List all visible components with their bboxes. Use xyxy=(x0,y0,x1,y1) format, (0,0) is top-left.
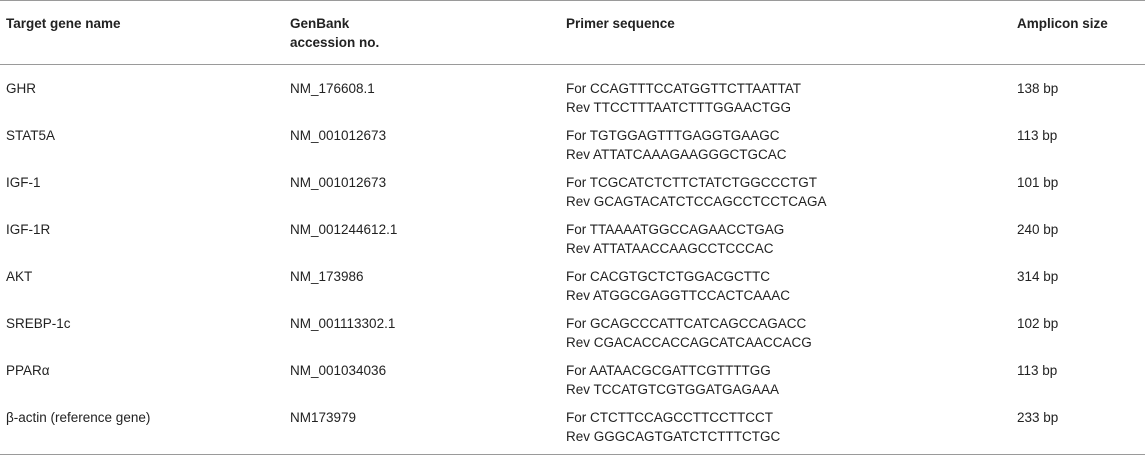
reverse-primer: Rev ATGGCGAGGTTCCACTCAAAC xyxy=(566,288,791,303)
table-header: Target gene name GenBank accession no. P… xyxy=(0,0,1145,65)
header-genbank-line2: accession no. xyxy=(290,35,380,50)
forward-primer: For TTAAAATGGCCAGAACCTGAG xyxy=(566,222,785,237)
forward-primer: For AATAACGCGATTCGTTTTGG xyxy=(566,363,771,378)
primer-cell: For CACGTGCTCTGGACGCTTC Rev ATGGCGAGGTTC… xyxy=(560,258,1011,305)
forward-primer: For CACGTGCTCTGGACGCTTC xyxy=(566,269,770,284)
accession-cell: NM_001244612.1 xyxy=(290,222,398,237)
reverse-primer: Rev GCAGTACATCTCCAGCCTCCTCAGA xyxy=(566,194,827,209)
primer-cell: For TCGCATCTCTTCTATCTGGCCCTGT Rev GCAGTA… xyxy=(560,164,1011,211)
gene-name-cell: PPARα xyxy=(6,363,50,378)
header-target-gene: Target gene name xyxy=(0,1,284,65)
reverse-primer: Rev TTCCTTTAATCTTTGGAACTGG xyxy=(566,100,791,115)
primer-cell: For CCAGTTTCCATGGTTCTTAATTAT Rev TTCCTTT… xyxy=(560,65,1011,118)
amplicon-size-cell: 314 bp xyxy=(1017,269,1059,284)
accession-cell: NM_001012673 xyxy=(290,128,387,143)
amplicon-size-cell: 102 bp xyxy=(1017,316,1059,331)
header-row: Target gene name GenBank accession no. P… xyxy=(0,0,1145,65)
table-row: GHR NM_176608.1 For CCAGTTTCCATGGTTCTTAA… xyxy=(0,65,1145,118)
amplicon-size-cell: 240 bp xyxy=(1017,222,1059,237)
amplicon-size-cell: 101 bp xyxy=(1017,175,1059,190)
forward-primer: For CTCTTCCAGCCTTCCTTCCT xyxy=(566,410,773,425)
table-row: IGF-1 NM_001012673 For TCGCATCTCTTCTATCT… xyxy=(0,164,1145,211)
accession-cell: NM173979 xyxy=(290,410,357,425)
accession-cell: NM_001012673 xyxy=(290,175,387,190)
accession-cell: NM_001034036 xyxy=(290,363,387,378)
header-primer-sequence-label: Primer sequence xyxy=(566,16,675,31)
header-genbank-line1: GenBank xyxy=(290,16,350,31)
table-row: IGF-1R NM_001244612.1 For TTAAAATGGCCAGA… xyxy=(0,211,1145,258)
accession-cell: NM_173986 xyxy=(290,269,364,284)
reverse-primer: Rev CGACACCACCAGCATCAACCACG xyxy=(566,335,812,350)
primer-cell: For AATAACGCGATTCGTTTTGG Rev TCCATGTCGTG… xyxy=(560,352,1011,399)
header-amplicon-size-label: Amplicon size xyxy=(1017,16,1108,31)
gene-name-cell: SREBP-1c xyxy=(6,316,71,331)
table-row: PPARα NM_001034036 For AATAACGCGATTCGTTT… xyxy=(0,352,1145,399)
forward-primer: For TGTGGAGTTTGAGGTGAAGC xyxy=(566,128,780,143)
gene-name-cell: GHR xyxy=(6,81,36,96)
amplicon-size-cell: 138 bp xyxy=(1017,81,1059,96)
amplicon-size-cell: 113 bp xyxy=(1017,363,1058,378)
amplicon-size-cell: 233 bp xyxy=(1017,410,1059,425)
header-genbank: GenBank accession no. xyxy=(284,1,560,65)
gene-name-cell: AKT xyxy=(6,269,33,284)
gene-name-cell: IGF-1 xyxy=(6,175,41,190)
forward-primer: For TCGCATCTCTTCTATCTGGCCCTGT xyxy=(566,175,817,190)
reverse-primer: Rev ATTATAACCAAGCCTCCCAC xyxy=(566,241,774,256)
reverse-primer: Rev GGGCAGTGATCTCTTTCTGC xyxy=(566,429,781,444)
table-row: STAT5A NM_001012673 For TGTGGAGTTTGAGGTG… xyxy=(0,117,1145,164)
header-target-gene-label: Target gene name xyxy=(6,16,121,31)
table-body: GHR NM_176608.1 For CCAGTTTCCATGGTTCTTAA… xyxy=(0,65,1145,454)
table-row: AKT NM_173986 For CACGTGCTCTGGACGCTTC Re… xyxy=(0,258,1145,305)
gene-name-cell: β-actin (reference gene) xyxy=(6,410,151,425)
accession-cell: NM_176608.1 xyxy=(290,81,375,96)
primer-cell: For GCAGCCCATTCATCAGCCAGACC Rev CGACACCA… xyxy=(560,305,1011,352)
forward-primer: For CCAGTTTCCATGGTTCTTAATTAT xyxy=(566,81,801,96)
header-primer-sequence: Primer sequence xyxy=(560,1,1011,65)
table-row: SREBP-1c NM_001113302.1 For GCAGCCCATTCA… xyxy=(0,305,1145,352)
primer-cell: For TTAAAATGGCCAGAACCTGAG Rev ATTATAACCA… xyxy=(560,211,1011,258)
primer-cell: For CTCTTCCAGCCTTCCTTCCT Rev GGGCAGTGATC… xyxy=(560,399,1011,454)
gene-name-cell: STAT5A xyxy=(6,128,56,143)
gene-name-cell: IGF-1R xyxy=(6,222,51,237)
accession-cell: NM_001113302.1 xyxy=(290,316,396,331)
primer-cell: For TGTGGAGTTTGAGGTGAAGC Rev ATTATCAAAGA… xyxy=(560,117,1011,164)
reverse-primer: Rev ATTATCAAAGAAGGGCTGCAC xyxy=(566,147,787,162)
forward-primer: For GCAGCCCATTCATCAGCCAGACC xyxy=(566,316,807,331)
reverse-primer: Rev TCCATGTCGTGGATGAGAAA xyxy=(566,382,780,397)
header-amplicon-size: Amplicon size xyxy=(1011,1,1145,65)
table-row: β-actin (reference gene) NM173979 For CT… xyxy=(0,399,1145,454)
amplicon-size-cell: 113 bp xyxy=(1017,128,1058,143)
